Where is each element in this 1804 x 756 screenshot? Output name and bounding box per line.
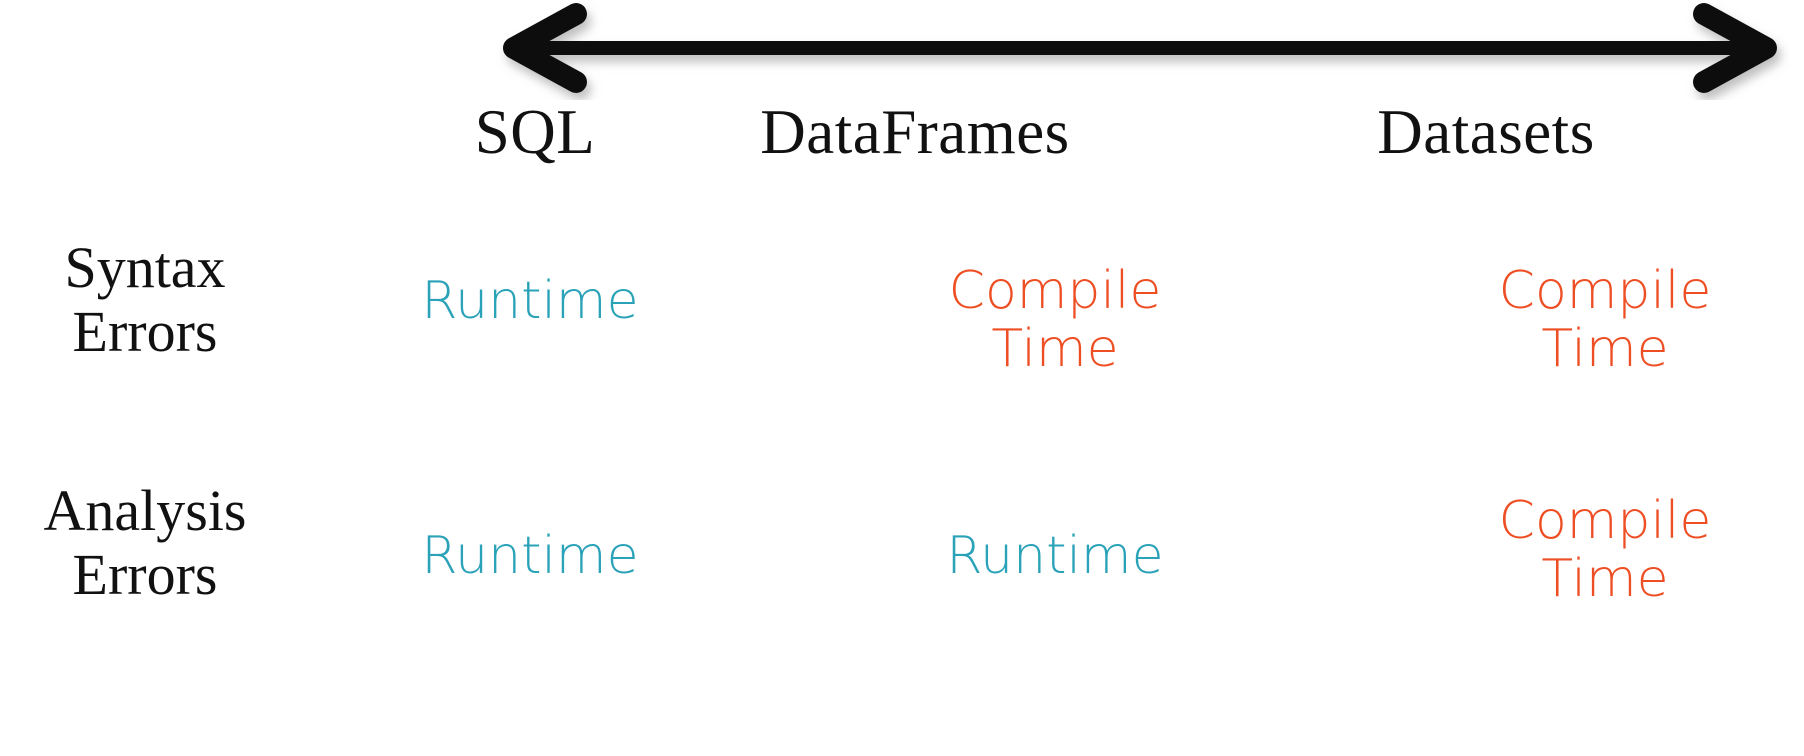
- row-label-line-1: Analysis: [43, 478, 247, 543]
- cell-analysis-dataframes: Runtime: [946, 526, 1164, 586]
- row-label-line-2: Errors: [72, 542, 218, 607]
- row-label-line-2: Errors: [72, 299, 218, 364]
- double-headed-arrow-icon: [490, 0, 1790, 100]
- cell-analysis-sql: Runtime: [421, 526, 639, 586]
- column-header-sql: SQL: [474, 97, 596, 167]
- cell-syntax-dataframes: Compile Time: [948, 261, 1162, 379]
- column-header-dataframes: DataFrames: [760, 97, 1070, 167]
- cell-analysis-datasets: Compile Time: [1498, 491, 1712, 609]
- row-label-line-1: Syntax: [64, 235, 226, 300]
- cell-syntax-datasets: Compile Time: [1498, 261, 1712, 379]
- column-header-datasets: Datasets: [1377, 97, 1595, 167]
- cell-syntax-sql: Runtime: [421, 271, 639, 331]
- row-label-syntax-errors: Syntax Errors: [0, 236, 295, 364]
- row-label-analysis-errors: Analysis Errors: [0, 479, 295, 607]
